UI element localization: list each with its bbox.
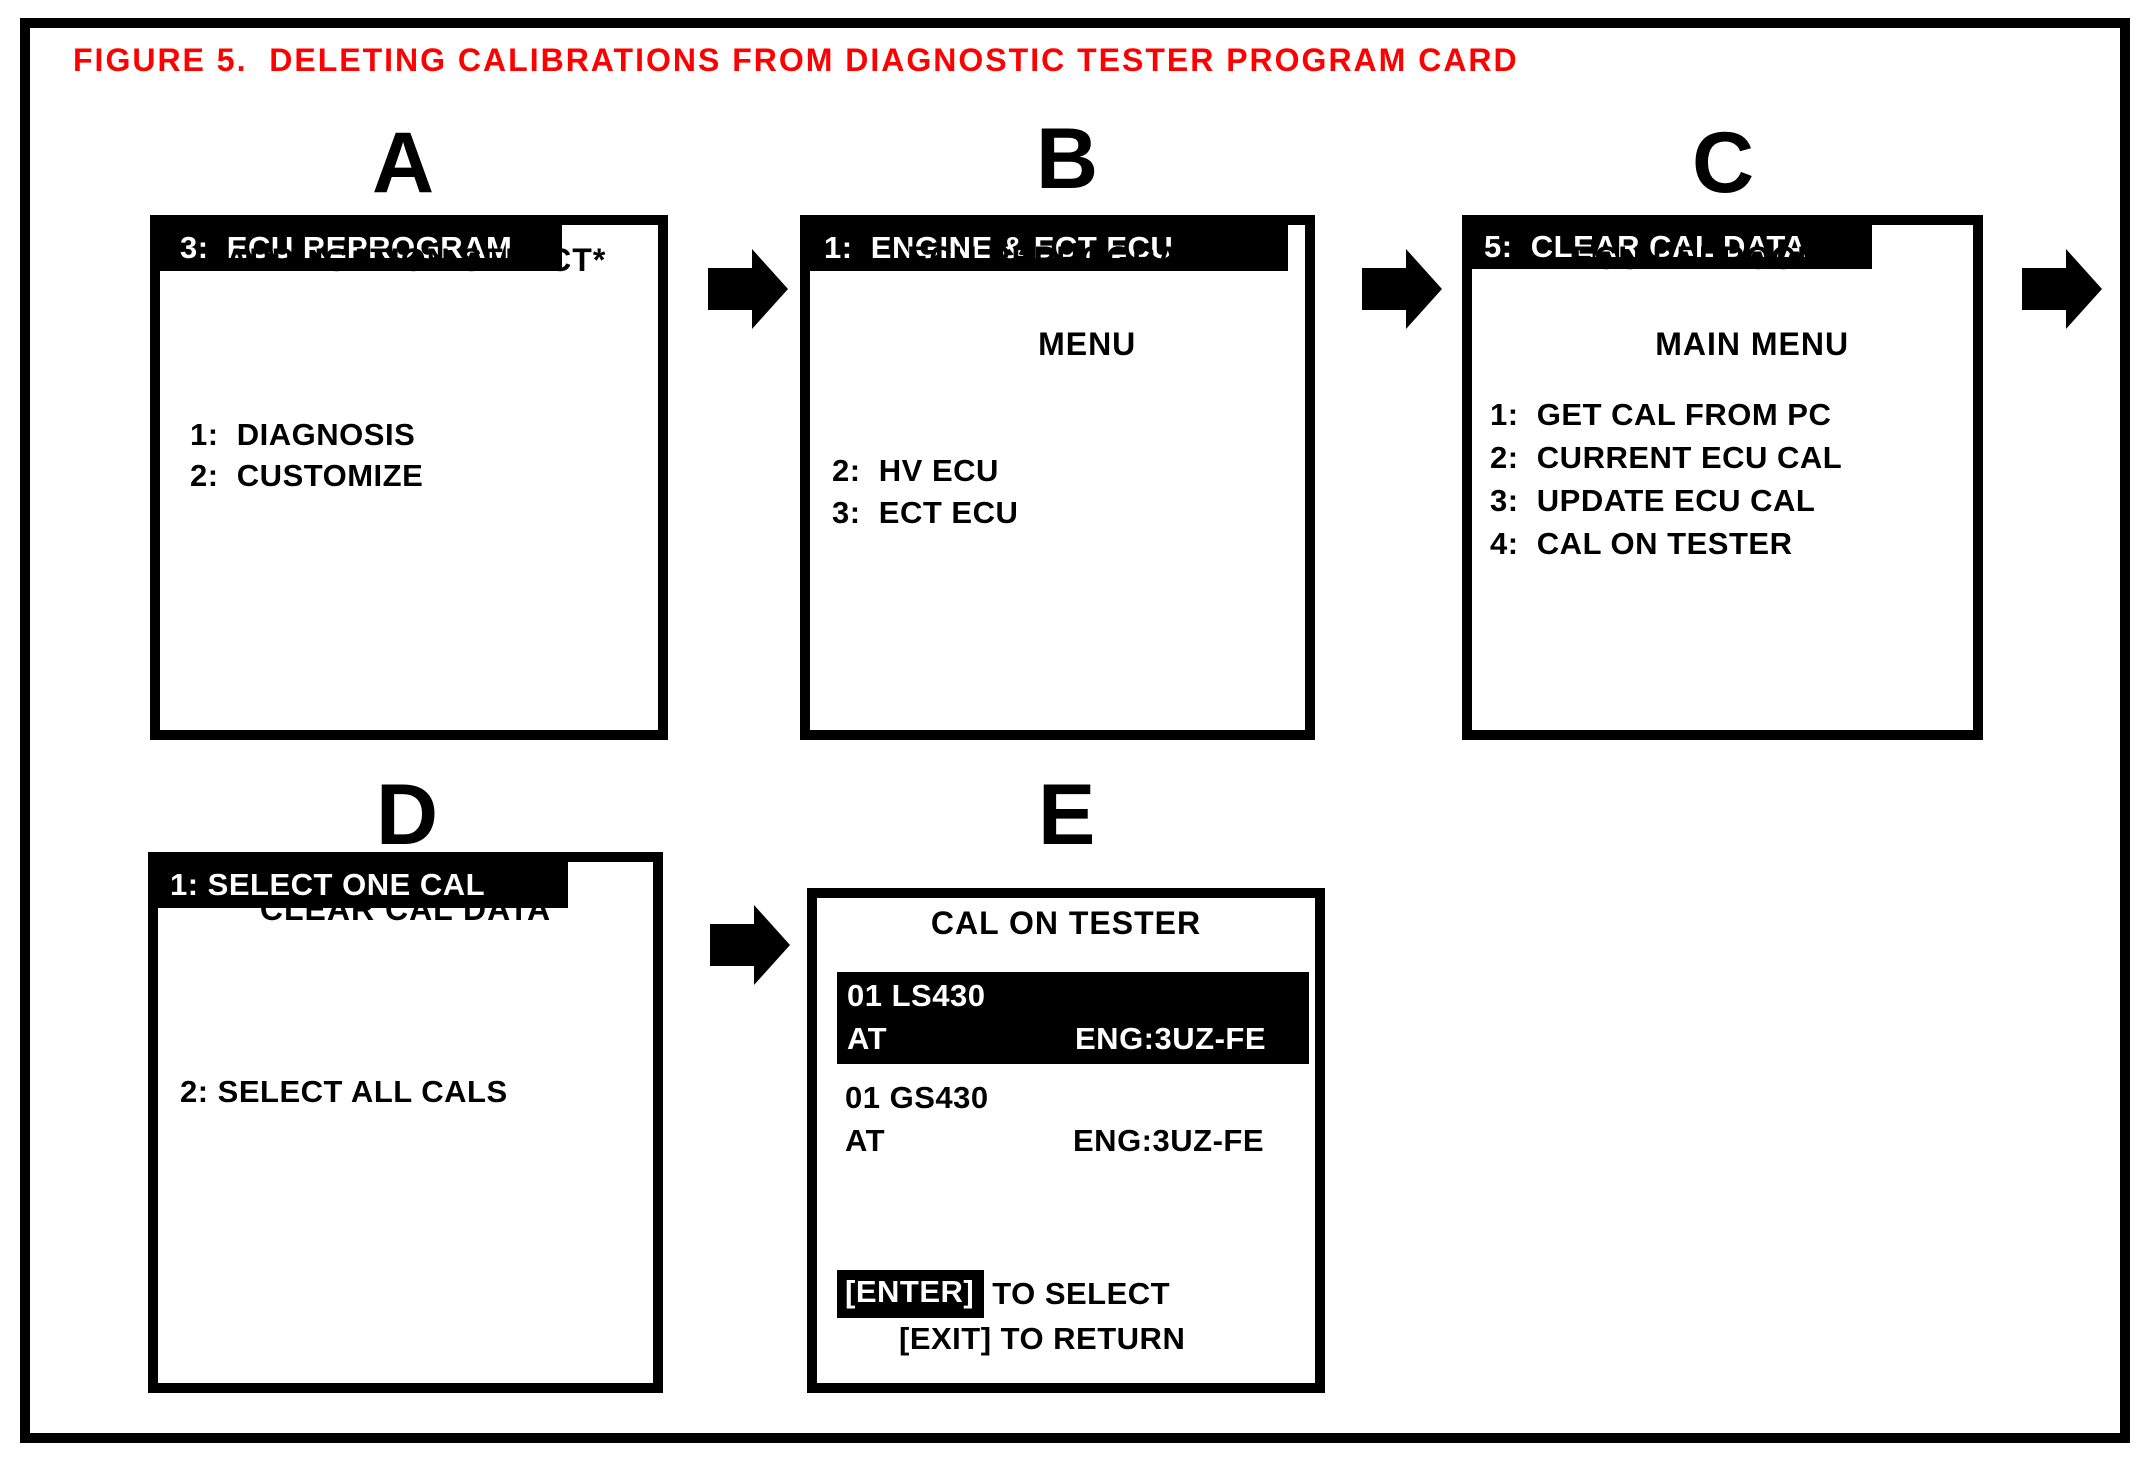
enter-action-text: TO SELECT bbox=[992, 1276, 1171, 1311]
exit-key-label: [EXIT] bbox=[899, 1321, 992, 1356]
screen-c-ecu-reprogram-main-menu: ECU REPROGRAM MAIN MENU 1: GET CAL FROM … bbox=[1462, 215, 1983, 740]
exit-hint-line: [EXIT]TO RETURN bbox=[899, 1320, 1185, 1358]
arrow-right-icon bbox=[1362, 249, 1442, 329]
screen-label-c: C bbox=[1692, 115, 1755, 211]
enter-hint-line: [ENTER] TO SELECT bbox=[837, 1270, 1185, 1318]
cal-model: 01 LS430 bbox=[847, 978, 986, 1013]
exit-action-text: TO RETURN bbox=[1000, 1321, 1186, 1356]
screen-a-application-select: *APPLICATION SELECT* 1: DIAGNOSIS 2: CUS… bbox=[150, 215, 668, 740]
menu-item: 1: DIAGNOSIS bbox=[190, 417, 416, 452]
menu-item-selected: 3: ECU REPROGRAM bbox=[160, 225, 562, 271]
menu-item: 3: ECT ECU bbox=[832, 495, 1019, 530]
cal-transmission: AT bbox=[845, 1123, 886, 1158]
figure-title: FIGURE 5. DELETING CALIBRATIONS FROM DIA… bbox=[73, 42, 1519, 78]
screen-b-title-line2: MENU bbox=[1038, 326, 1137, 362]
screen-e-title: CAL ON TESTER bbox=[930, 905, 1202, 941]
menu-item-selected: 5: CLEAR CAL DATA bbox=[1472, 225, 1872, 269]
screen-e-cal-on-tester: CAL ON TESTER 01 LS430 AT ENG:3UZ-FE 01 … bbox=[807, 888, 1325, 1393]
cal-entry-selected: 01 LS430 AT ENG:3UZ-FE bbox=[837, 972, 1309, 1064]
cal-engine: ENG:3UZ-FE bbox=[1075, 1021, 1266, 1056]
menu-item: 4: CAL ON TESTER bbox=[1490, 526, 1793, 561]
menu-item-selected: 1: SELECT ONE CAL bbox=[158, 862, 568, 908]
screen-a-title: *APPLICATION SELECT* bbox=[211, 242, 607, 278]
screen-e-footer: [ENTER] TO SELECT [EXIT]TO RETURN bbox=[837, 1270, 1185, 1358]
screen-label-a: A bbox=[372, 115, 435, 211]
screen-label-b: B bbox=[1036, 111, 1099, 207]
cal-entry: 01 GS430 AT ENG:3UZ-FE bbox=[845, 1076, 1305, 1162]
menu-item: 1: GET CAL FROM PC bbox=[1490, 397, 1832, 432]
menu-item-selected: 1: ENGINE & ECT ECU bbox=[810, 225, 1288, 271]
screen-b-ecu-reprogram-menu: ECU REPROGRAM MENU 1: ENGINE & ECT ECU 2… bbox=[800, 215, 1315, 740]
screen-label-d: D bbox=[376, 767, 439, 863]
screen-b-title-line1: ECU REPROGRAM bbox=[906, 240, 1208, 276]
screen-d-clear-cal-data: CLEAR CAL DATA 1: SELECT ONE CAL 2: SELE… bbox=[148, 852, 663, 1393]
enter-key-label: [ENTER] bbox=[837, 1270, 985, 1318]
screen-c-title-line1: ECU REPROGRAM bbox=[1571, 240, 1873, 276]
screen-label-e: E bbox=[1038, 767, 1096, 863]
cal-model: 01 GS430 bbox=[845, 1080, 989, 1115]
menu-item: 3: UPDATE ECU CAL bbox=[1490, 483, 1816, 518]
menu-item: 2: CUSTOMIZE bbox=[190, 458, 424, 493]
arrow-right-icon bbox=[710, 905, 790, 985]
menu-item: 2: SELECT ALL CALS bbox=[180, 1074, 508, 1109]
screen-d-title: CLEAR CAL DATA bbox=[259, 891, 552, 927]
cal-engine: ENG:3UZ-FE bbox=[1073, 1123, 1264, 1158]
cal-spec-line: AT ENG:3UZ-FE bbox=[845, 1119, 1305, 1162]
figure-border-frame bbox=[20, 18, 2130, 1443]
menu-item: 2: CURRENT ECU CAL bbox=[1490, 440, 1843, 475]
menu-item: 2: HV ECU bbox=[832, 453, 999, 488]
screen-b-title: ECU REPROGRAM MENU bbox=[810, 237, 1305, 366]
arrow-right-icon bbox=[708, 249, 788, 329]
screen-c-title: ECU REPROGRAM MAIN MENU bbox=[1472, 237, 1973, 366]
cal-transmission: AT bbox=[847, 1021, 888, 1056]
cal-spec-line: AT ENG:3UZ-FE bbox=[847, 1017, 1309, 1060]
arrow-right-icon bbox=[2022, 249, 2102, 329]
screen-c-title-line2: MAIN MENU bbox=[1655, 326, 1850, 362]
